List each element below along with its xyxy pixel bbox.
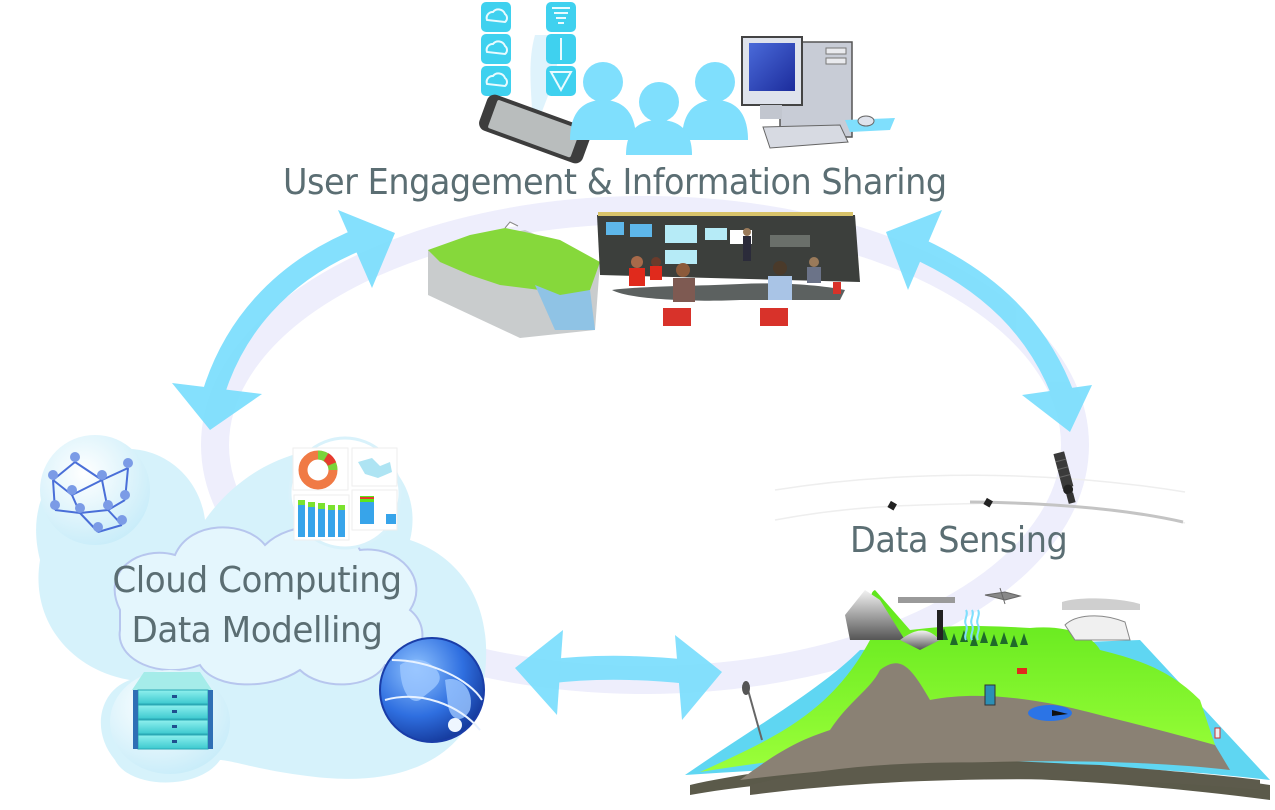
user-engagement-group: [479, 2, 895, 164]
smartphone-icon: [479, 94, 591, 164]
cycle-arrows: [172, 210, 1092, 720]
arrow-engagement-sensing: [886, 210, 1092, 432]
node-label-data-sensing: Data Sensing: [850, 520, 1068, 561]
server-rack-icon: [110, 670, 230, 774]
drone-icon: [984, 587, 1022, 605]
arrow-engagement-cloud: [172, 210, 395, 430]
cloud-label-line1: Cloud Computing: [112, 560, 402, 601]
orbit-line-outer: [774, 474, 1186, 493]
desktop-computer-icon: [741, 36, 895, 149]
users-group-icon: [570, 62, 748, 155]
small-satellite-icon: [887, 500, 897, 511]
storm-cloud-icon: [481, 66, 511, 96]
landscape-sensor-network: [685, 587, 1270, 800]
cloud-computing-group: [36, 435, 487, 783]
node-label-user-engagement: User Engagement & Information Sharing: [283, 162, 947, 203]
small-satellite-icon: [983, 497, 993, 508]
cloud-label-line2: Data Modelling: [131, 610, 383, 651]
warning-triangle-icon: [546, 66, 576, 96]
node-label-cloud-computing: Cloud Computing Data Modelling: [105, 556, 409, 656]
social-network-icon: [40, 435, 150, 545]
arrow-cloud-sensing: [515, 630, 722, 720]
dashboard-charts: [288, 436, 402, 550]
control-room-meeting: [597, 212, 860, 326]
data-sensing-group: [685, 451, 1270, 800]
people-at-table: [629, 228, 841, 326]
bar-chart-mini: [298, 500, 345, 537]
globe-icon: [379, 637, 485, 743]
snow-cloud-icon: [481, 2, 511, 32]
3d-terrain-model: [428, 221, 600, 338]
rain-cloud-icon: [481, 34, 511, 64]
cloud-outline: [113, 525, 424, 686]
satellite-icon: [1053, 451, 1076, 504]
